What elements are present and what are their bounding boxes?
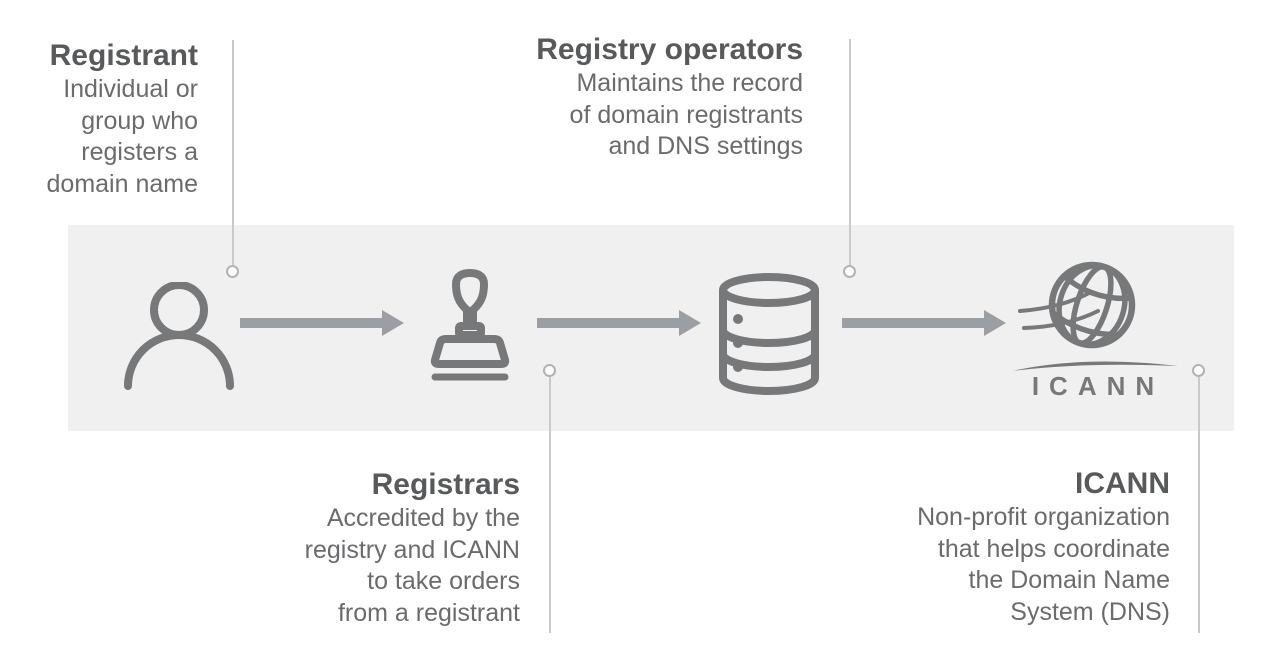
label-icann: ICANN Non-profit organization that helps… [917, 466, 1170, 628]
flow-arrow-2 [537, 310, 701, 336]
flow-arrow-3 [842, 310, 1006, 336]
connector-dot-registrars [543, 364, 556, 377]
label-registrars: Registrars Accredited by the registry an… [305, 467, 520, 629]
icann-swoosh [1012, 361, 1178, 371]
label-registrant: Registrant Individual or group who regis… [47, 38, 198, 200]
flow-arrow-1 [240, 310, 404, 336]
icann-wordmark: ICANN [1031, 371, 1165, 401]
registrant-description: Individual or group who registers a doma… [46, 75, 198, 198]
connector-dot-icann [1192, 364, 1205, 377]
registrars-title: Registrars [371, 468, 520, 501]
icann-description: Non-profit organization that helps coord… [917, 503, 1170, 626]
registrars-description: Accredited by the registry and ICANN to … [304, 504, 520, 627]
connector-dot-registrant [226, 265, 239, 278]
label-registry-operators: Registry operators Maintains the record … [536, 32, 803, 163]
registry-operators-description: Maintains the record of domain registran… [569, 69, 803, 160]
icann-globe-logo [1018, 261, 1136, 349]
registry-operators-title: Registry operators [536, 33, 803, 66]
connector-line-registrant [232, 40, 234, 266]
connector-line-registry-operators [849, 39, 851, 266]
database-icon [719, 273, 819, 395]
icann-title: ICANN [1075, 467, 1170, 500]
connector-line-registrars [549, 377, 551, 633]
stamp-icon [430, 269, 510, 381]
connector-dot-registry-operators [843, 265, 856, 278]
person-icon [124, 282, 234, 390]
connector-line-icann [1198, 377, 1200, 633]
registrant-title: Registrant [49, 39, 198, 72]
